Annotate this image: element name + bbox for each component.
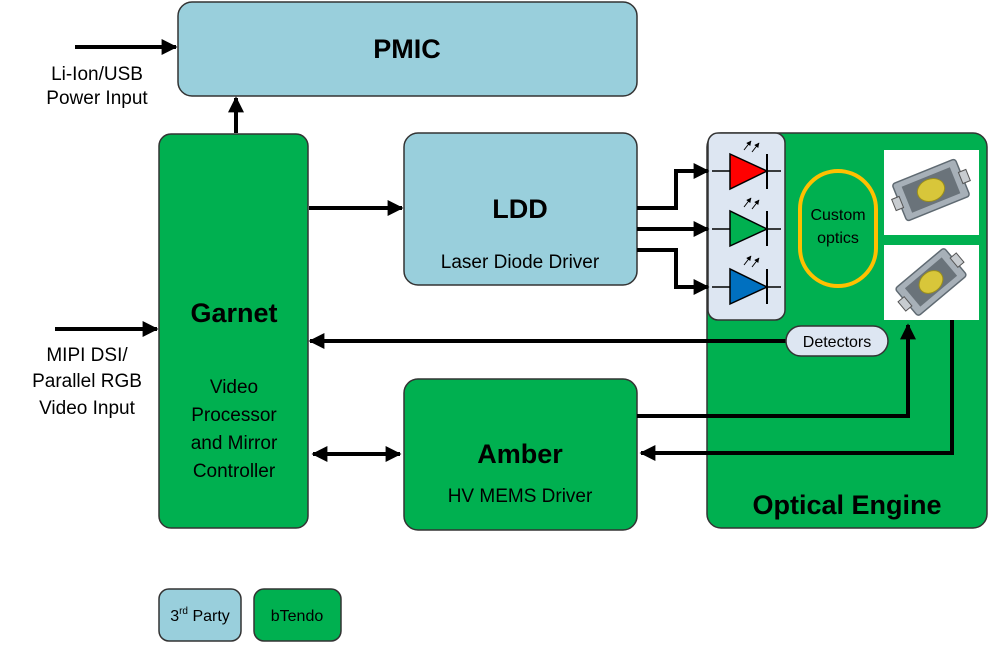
pmic-title: PMIC [373,34,441,64]
amber-to-mirror-arrow [637,323,916,418]
video-input: MIPI DSI/ Parallel RGB Video Input [32,321,159,419]
mems-mirror-image-bottom [884,245,979,320]
custom-optics: Custom optics [798,169,878,288]
power-input-label-line1: Li-Ion/USB [51,64,143,85]
legend-third-party: 3rd Party [158,588,242,642]
garnet-title: Garnet [190,298,277,328]
legend-btendo-label: bTendo [271,608,324,625]
laser-diode-blue [712,255,781,306]
mirror-to-amber-arrow [639,320,954,461]
ldd-to-lasers-arrows [637,163,710,295]
video-input-label-line2: Parallel RGB [32,371,142,392]
garnet-subtitle-line1: Video [210,377,258,398]
ldd-title: LDD [492,194,548,224]
legend-btendo: bTendo [253,588,342,642]
ldd-to-red-arrow [637,163,710,210]
optical-engine-title: Optical Engine [752,490,941,520]
custom-optics-label-line1: Custom [810,207,865,224]
legend-third-party-label: 3rd Party [170,606,230,625]
ldd-subtitle: Laser Diode Driver [441,252,600,273]
garnet-subtitle-line3: and Mirror [191,433,278,454]
laser-diode-red [712,140,781,191]
power-input: Li-Ion/USB Power Input [46,39,178,109]
detectors-pill: Detectors [785,325,889,357]
detectors-label: Detectors [803,334,871,351]
ldd-to-blue-arrow [637,248,710,295]
laser-panel [707,132,786,321]
amber-title: Amber [477,439,563,469]
laser-diode-green [712,197,781,248]
custom-optics-label-line2: optics [817,230,859,247]
video-input-label-line3: Video Input [39,398,136,419]
video-input-label-line1: MIPI DSI/ [46,345,128,366]
power-input-label-line2: Power Input [46,88,148,109]
amber-block: Amber HV MEMS Driver [403,378,638,531]
legend: 3rd Party bTendo [158,588,342,642]
garnet-subtitle-line2: Processor [191,405,277,426]
mems-mirror-image-top [884,150,979,235]
garnet-subtitle-line4: Controller [193,461,276,482]
pmic-block: PMIC [177,1,638,97]
ldd-block: LDD Laser Diode Driver [403,132,638,286]
garnet-block: Garnet Video Processor and Mirror Contro… [158,133,309,529]
amber-subtitle: HV MEMS Driver [448,486,593,507]
